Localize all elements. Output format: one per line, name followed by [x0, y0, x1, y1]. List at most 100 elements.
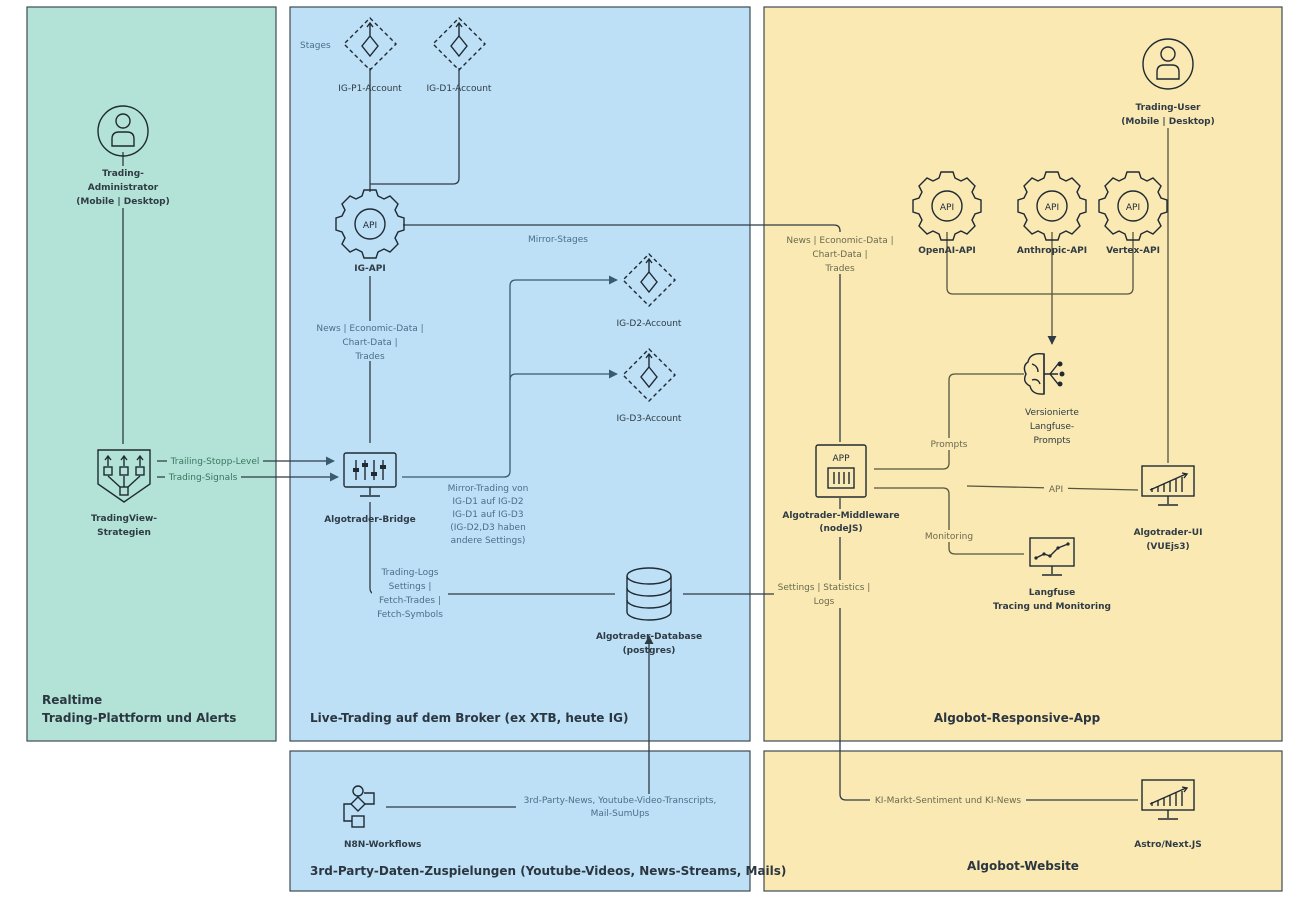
edge-d1-api: [370, 68, 460, 185]
api-badge: API: [940, 203, 954, 213]
zone-thirdparty-title: 3rd-Party-Daten-Zuspielungen (Youtube-Vi…: [310, 864, 786, 878]
ig-d1-label: IG-D1-Account: [427, 84, 492, 94]
node-ui[interactable]: Algotrader-UI (VUEjs3): [1134, 465, 1203, 552]
api-badge: API: [1045, 203, 1059, 213]
label-api: API: [1049, 485, 1063, 495]
langfuse-label-2: Tracing und Monitoring: [993, 602, 1111, 612]
label-igapi-news-1: News | Economic-Data |: [316, 324, 423, 334]
zone-app-title: Algobot-Responsive-App: [934, 711, 1101, 725]
n8n-label: N8N-Workflows: [344, 840, 421, 850]
prompts-label-3: Prompts: [1034, 436, 1071, 446]
chart-monitor-icon: [1141, 779, 1195, 820]
label-mirror-trading-2: IG-D1 auf IG-D2: [452, 497, 523, 507]
node-vertex[interactable]: API Vertex-API: [1098, 171, 1168, 256]
node-trading-user[interactable]: Trading-User (Mobile | Desktop): [1118, 38, 1218, 128]
user-icon: [97, 105, 149, 157]
node-tradingview[interactable]: TradingView- Strategien: [91, 449, 157, 538]
ig-d2-label: IG-D2-Account: [617, 319, 682, 329]
node-ig-api[interactable]: API IG-API: [335, 189, 405, 274]
ig-p1-label: IG-P1-Account: [338, 84, 402, 94]
label-mirror-trading-3: IG-D1 auf IG-D3: [452, 510, 523, 520]
label-db-mw-2: Logs: [814, 597, 835, 607]
label-mirror-trading-5: andere Settings): [451, 536, 526, 546]
user-label-2: (Mobile | Desktop): [1121, 117, 1214, 127]
label-bg: [870, 794, 1026, 806]
node-astro[interactable]: Astro/Next.JS: [1134, 779, 1202, 850]
edge-vertex-join: [1052, 232, 1134, 295]
node-anthropic[interactable]: API Anthropic-API: [1017, 171, 1087, 256]
node-openai[interactable]: API OpenAI-API: [912, 171, 982, 256]
admin-label-2: Administrator: [88, 183, 159, 193]
node-database[interactable]: Algotrader-Database (postgres): [596, 567, 702, 656]
label-mw-news-1: News | Economic-Data |: [786, 236, 893, 246]
database-label-2: (postgres): [623, 646, 676, 656]
langfuse-label-1: Langfuse: [1029, 588, 1075, 598]
chart-monitor-icon: [1141, 465, 1195, 506]
label-mirror-trading-1: Mirror-Trading von: [448, 484, 529, 494]
account-diamond-icon: [432, 17, 486, 71]
zone-realtime-title-2: Trading-Plattform und Alerts: [42, 711, 236, 725]
zone-third-party: [289, 750, 751, 892]
openai-label: OpenAI-API: [918, 246, 976, 256]
label-bg: [167, 454, 263, 466]
admin-label-1: Trading-: [102, 169, 144, 179]
api-gear-icon: API: [335, 189, 405, 259]
label-bg: [1044, 482, 1068, 494]
label-bg: [1118, 100, 1218, 128]
node-ig-p1[interactable]: IG-P1-Account: [338, 17, 402, 94]
tradingview-label-1: TradingView-: [91, 514, 157, 524]
label-igapi-news-3: Trades: [354, 352, 385, 362]
edge-openai-join: [946, 232, 1052, 295]
label-monitoring: Monitoring: [925, 532, 973, 542]
label-trailing-stop: Trailing-Stopp-Level: [170, 457, 260, 467]
ui-label-1: Algotrader-UI: [1134, 528, 1203, 538]
label-mw-news-3: Trades: [824, 264, 855, 274]
chart-monitor-icon: [1029, 537, 1075, 576]
node-middleware[interactable]: APP Algotrader-Middleware (nodeJS): [782, 444, 900, 537]
label-bg: [774, 580, 876, 608]
api-gear-icon: API: [912, 171, 982, 241]
node-langfuse[interactable]: Langfuse Tracing und Monitoring: [993, 537, 1111, 612]
account-diamond-icon: [622, 253, 676, 307]
user-icon: [1142, 38, 1194, 90]
label-igapi-news-2: Chart-Data |: [342, 338, 397, 348]
label-ki: KI-Markt-Sentiment und KI-News: [875, 796, 1022, 806]
label-bg: [372, 566, 448, 620]
node-n8n[interactable]: N8N-Workflows: [343, 785, 421, 850]
brain-icon: [1023, 352, 1065, 395]
mixer-monitor-icon: [343, 452, 397, 497]
zone-realtime: [26, 6, 277, 742]
zone-website-title: Algobot-Website: [967, 859, 1079, 873]
label-bridge-db-3: Fetch-Trades |: [379, 596, 441, 606]
label-bg: [926, 438, 972, 450]
node-ig-d2[interactable]: IG-D2-Account: [617, 253, 682, 329]
edge-middleware-website: [839, 498, 1138, 801]
node-bridge[interactable]: Algotrader-Bridge: [324, 452, 416, 525]
edge-mw-langfuse: [874, 487, 1024, 555]
astro-label: Astro/Next.JS: [1134, 840, 1202, 850]
api-badge: API: [363, 221, 377, 231]
ig-api-label: IG-API: [354, 264, 385, 274]
node-prompts[interactable]: Versionierte Langfuse- Prompts: [1023, 352, 1079, 446]
label-n8n-2: Mail-SumUps: [591, 809, 650, 819]
label-bridge-db-2: Settings |: [389, 582, 432, 592]
node-ig-d3[interactable]: IG-D3-Account: [617, 348, 682, 424]
workflow-icon: [343, 785, 375, 828]
database-icon: [626, 567, 672, 621]
prompts-label-1: Versionierte: [1025, 408, 1079, 418]
label-bg: [165, 471, 241, 483]
ig-d3-label: IG-D3-Account: [617, 414, 682, 424]
admin-label-3: (Mobile | Desktop): [76, 197, 169, 207]
account-diamond-icon: [622, 348, 676, 402]
middleware-label-1: Algotrader-Middleware: [782, 511, 899, 521]
strategy-shield-icon: [97, 449, 151, 503]
node-ig-d1[interactable]: IG-D1-Account: [427, 17, 492, 94]
label-trading-signals: Trading-Signals: [168, 473, 238, 483]
zone-live-title: Live-Trading auf dem Broker (ex XTB, heu…: [310, 711, 628, 725]
zone-realtime-title-1: Realtime: [42, 693, 102, 707]
label-mirror-stages: Mirror-Stages: [528, 235, 588, 245]
node-admin[interactable]: Trading- Administrator (Mobile | Desktop…: [76, 105, 170, 208]
vertex-label: Vertex-API: [1106, 246, 1160, 256]
